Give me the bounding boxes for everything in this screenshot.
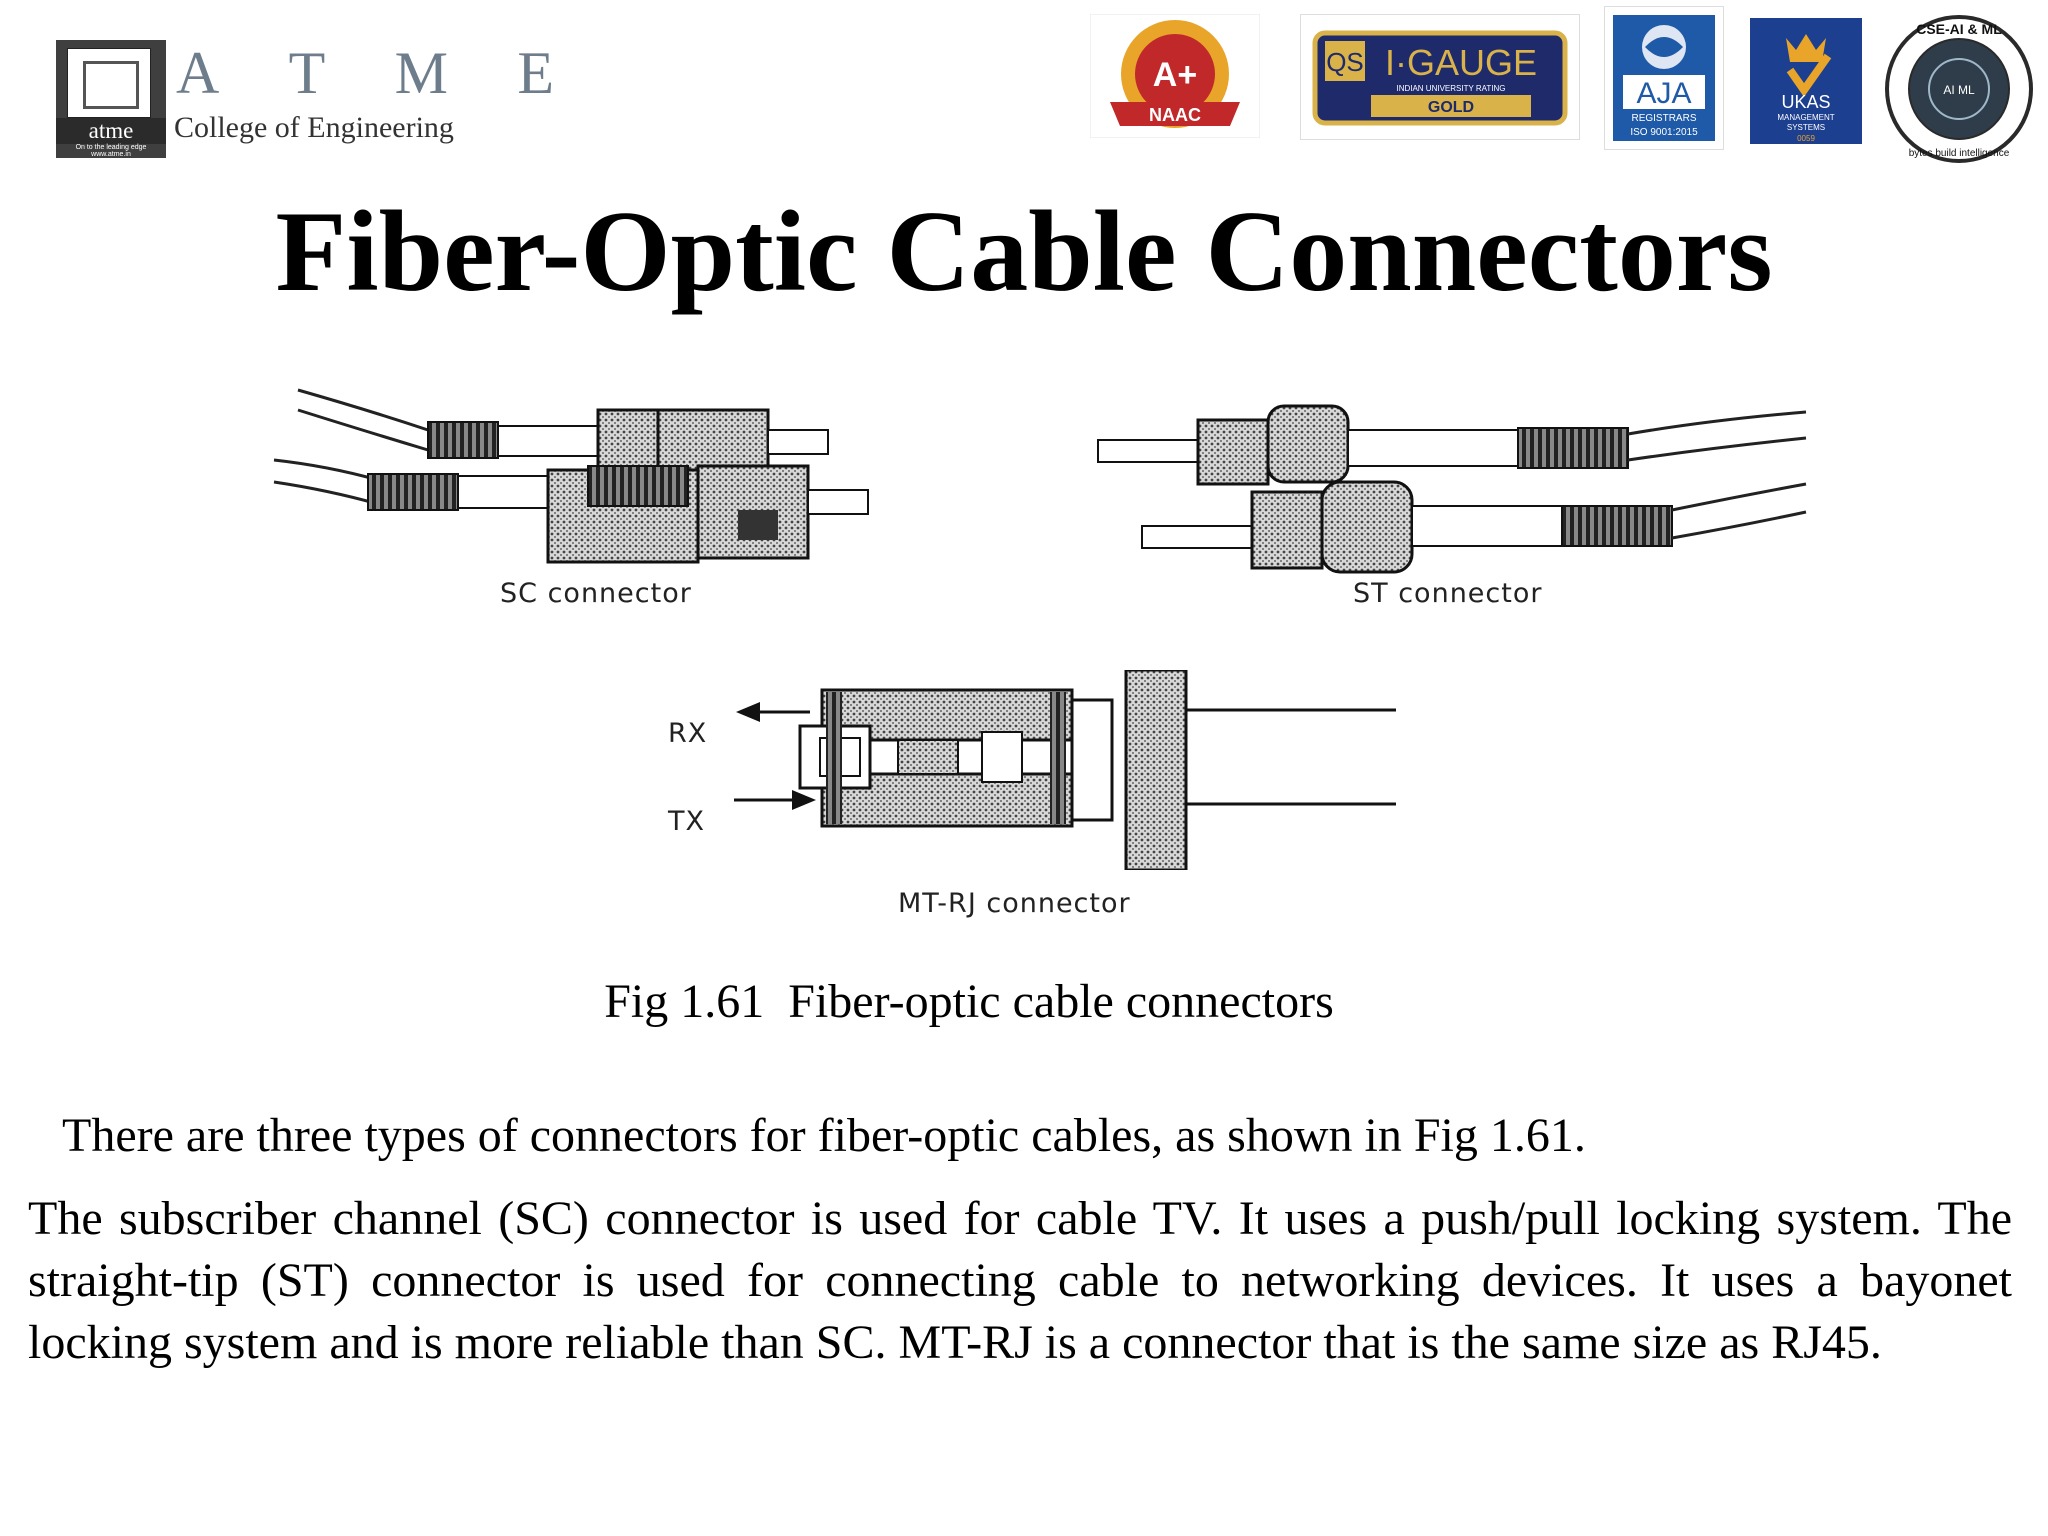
ukas-line2: SYSTEMS xyxy=(1787,123,1825,132)
naac-badge: A+ NAAC xyxy=(1089,13,1261,139)
ukas-line1: MANAGEMENT xyxy=(1777,113,1834,122)
sc-connector-label: SC connector xyxy=(500,578,692,609)
logo-letter: E xyxy=(517,40,556,106)
logo-letter: M xyxy=(394,40,451,106)
cse-top: CSE-AI & ML xyxy=(1916,21,2002,37)
aja-name: AJA xyxy=(1636,77,1691,110)
aja-line2: ISO 9001:2015 xyxy=(1630,127,1698,138)
st-connector-illustration xyxy=(1097,404,1807,574)
mtrj-connector-label: MT-RJ connector xyxy=(898,888,1131,919)
naac-name: NAAC xyxy=(1149,105,1201,125)
sc-connector-illustration xyxy=(273,388,869,564)
logo-subtitle: College of Engineering xyxy=(174,111,454,144)
tx-label: TX xyxy=(668,806,705,837)
naac-grade: A+ xyxy=(1153,56,1197,94)
logo-frame xyxy=(67,48,151,118)
ukas-name: UKAS xyxy=(1781,92,1830,112)
qs-igauge-badge: QS I·GAUGE INDIAN UNIVERSITY RATING GOLD xyxy=(1300,14,1580,140)
logo-tagline: On to the leading edge www.atme.in xyxy=(75,144,147,158)
logo-letters: A T M E xyxy=(176,40,556,106)
ukas-code: 0059 xyxy=(1797,134,1815,143)
figure-caption: Fig 1.61 Fiber-optic cable connectors xyxy=(0,972,2048,1032)
logo-letter: A xyxy=(176,40,222,106)
connector-figure: SC connector ST connector xyxy=(0,370,2048,1050)
intro-sentence: There are three types of connectors for … xyxy=(62,1109,1586,1162)
college-logo: atme On to the leading edge www.atme.in … xyxy=(56,40,554,158)
mtrj-connector-illustration xyxy=(734,670,1396,870)
qs-sub: INDIAN UNIVERSITY RATING xyxy=(1396,84,1505,93)
cse-aiml-badge: AI ML CSE-AI & ML bytes build intelligen… xyxy=(1884,14,2034,164)
page-title: Fiber-Optic Cable Connectors xyxy=(275,188,1773,316)
figure-caption-text: Fig 1.61 Fiber-optic cable connectors xyxy=(604,975,1334,1028)
rx-label: RX xyxy=(668,718,708,749)
aja-line1: REGISTRARS xyxy=(1631,113,1696,124)
st-connector-label: ST connector xyxy=(1353,578,1543,609)
qs-brand: QS xyxy=(1326,47,1364,77)
logo-letter: T xyxy=(288,40,328,106)
body-paragraph: The subscriber channel (SC) connector is… xyxy=(28,1192,2012,1369)
qs-name: I·GAUGE xyxy=(1385,42,1537,83)
cse-center: AI ML xyxy=(1943,83,1975,97)
logo-mark-text: atme xyxy=(56,118,166,144)
aja-badge: AJA REGISTRARS ISO 9001:2015 xyxy=(1604,6,1724,150)
qs-tier: GOLD xyxy=(1428,99,1474,116)
ukas-badge: UKAS MANAGEMENT SYSTEMS 0059 xyxy=(1744,16,1866,146)
cse-bottom: bytes build intelligence xyxy=(1909,148,2010,159)
